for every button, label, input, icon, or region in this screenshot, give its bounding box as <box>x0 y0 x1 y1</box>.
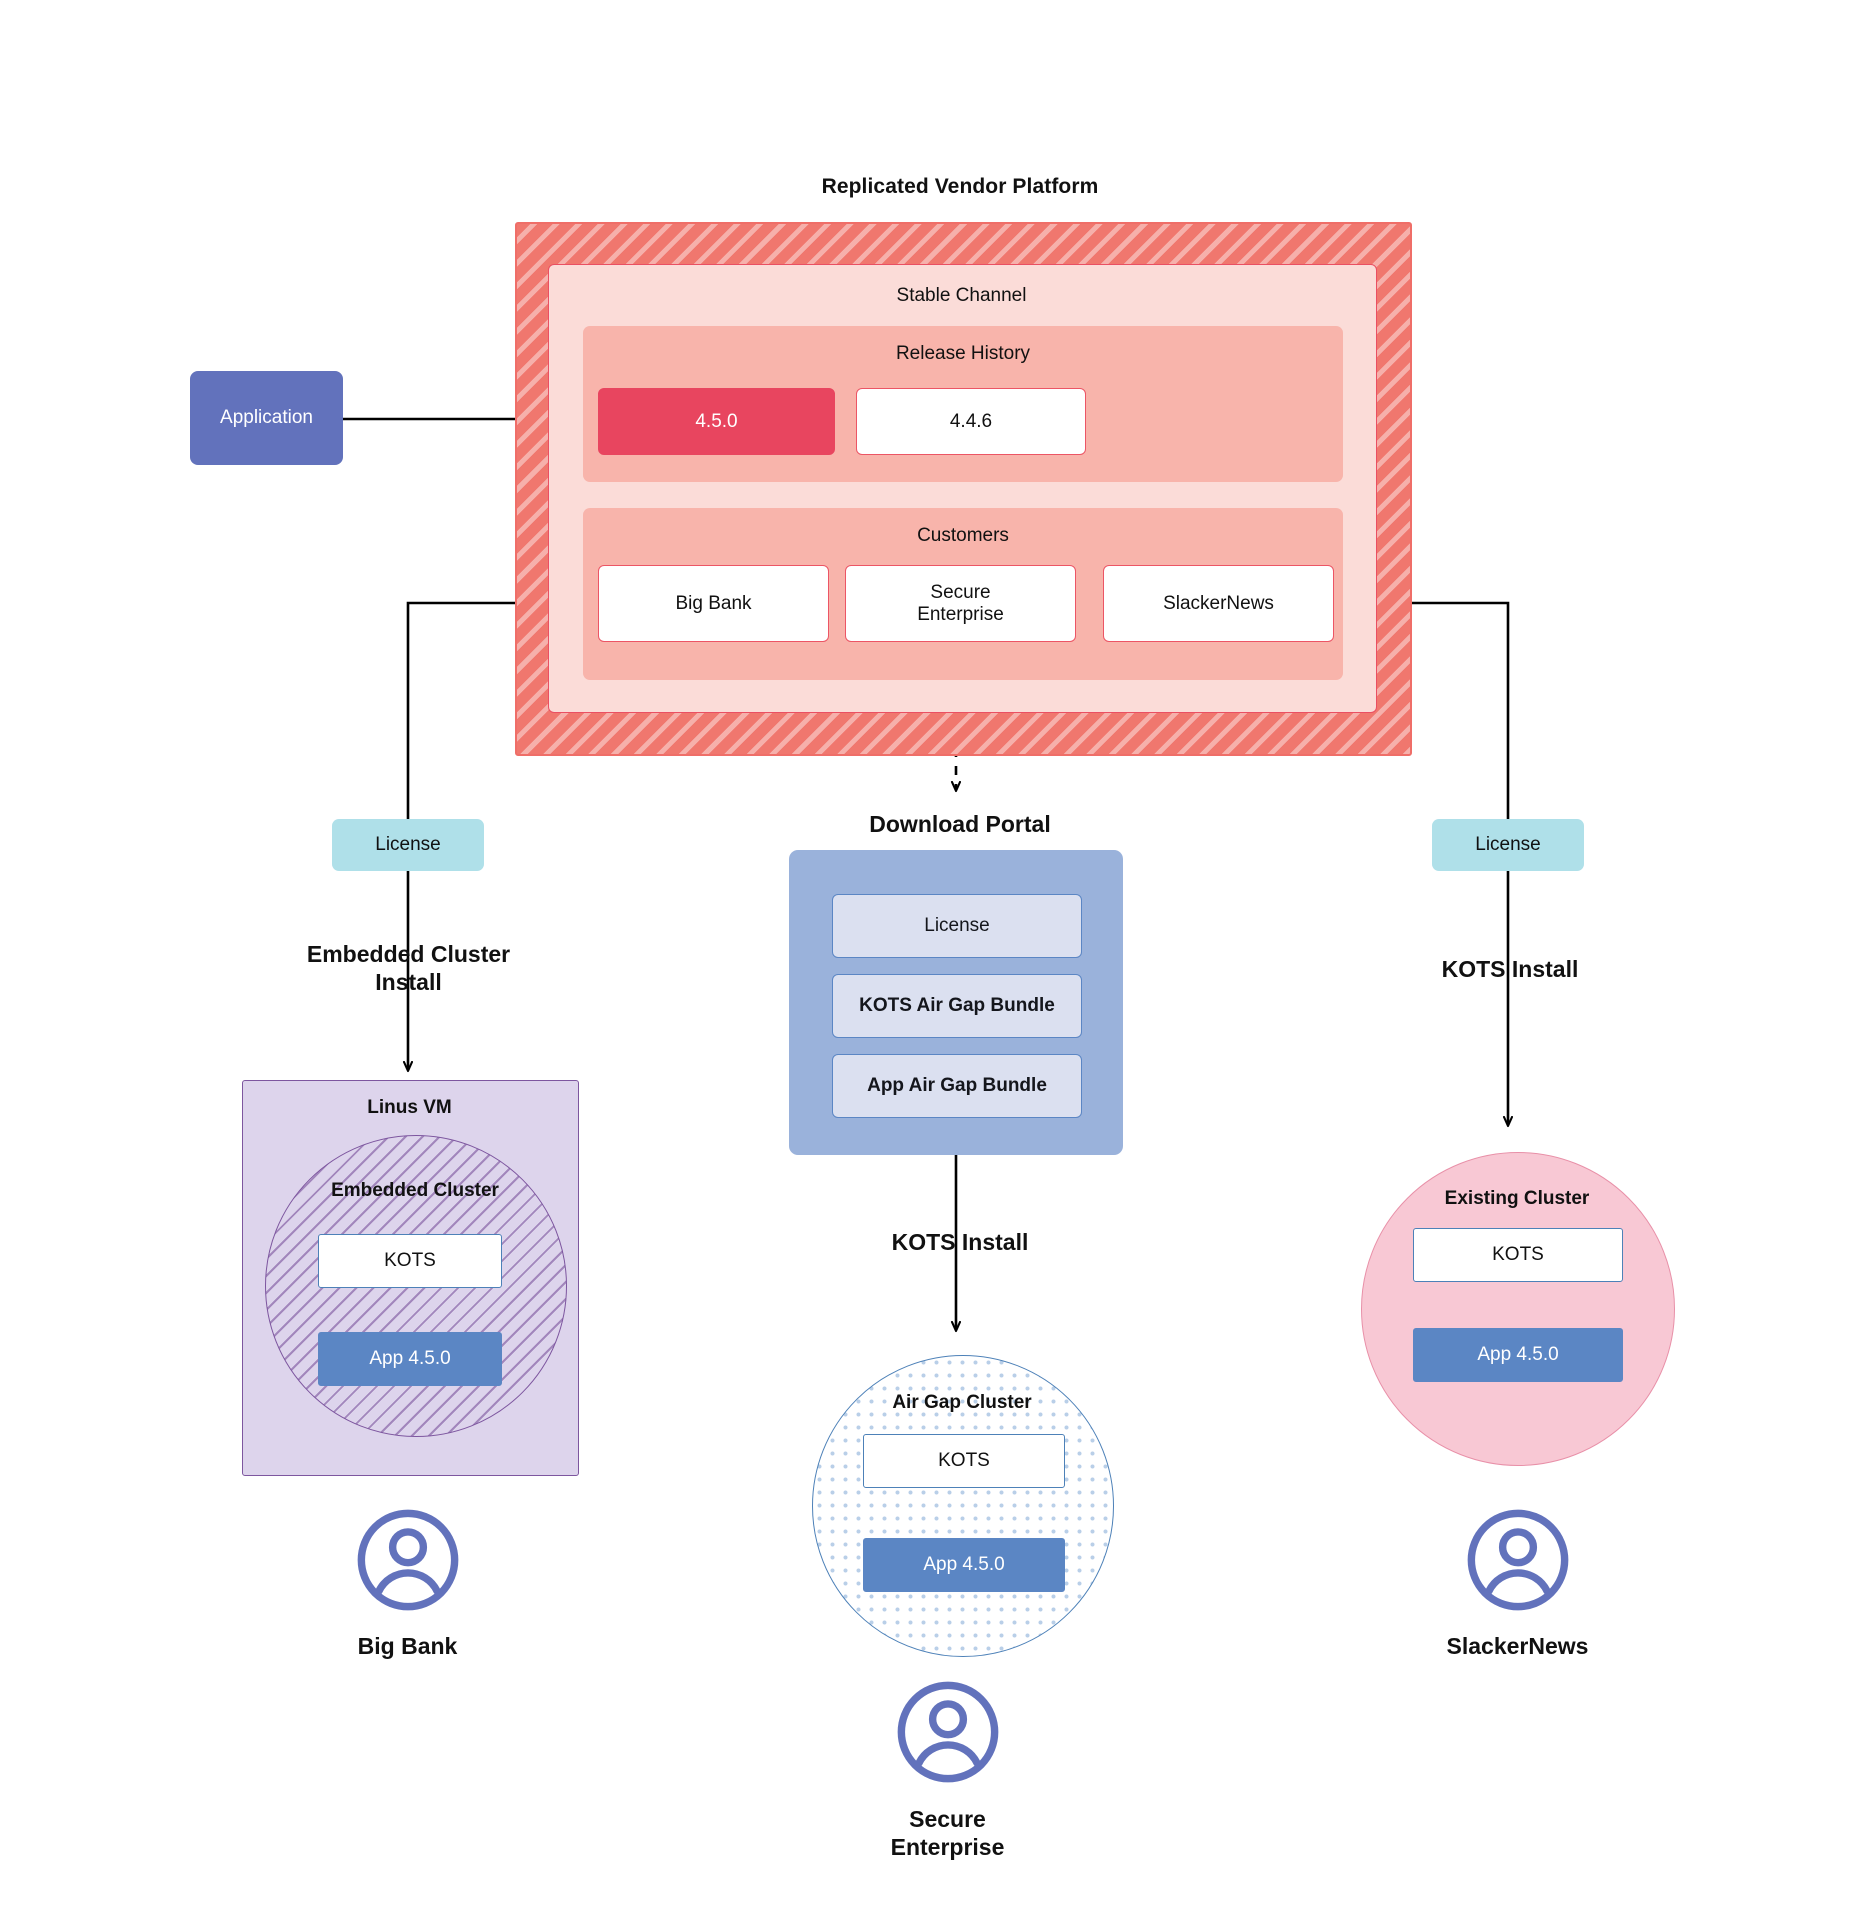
customers-title: Customers <box>917 525 1009 546</box>
customer-name-label: Big Bank <box>675 592 752 614</box>
kots-label: KOTS <box>938 1450 990 1471</box>
persona-label-slackernews: SlackerNews <box>1446 1633 1589 1659</box>
release-history-title: Release History <box>895 343 1031 364</box>
app-label: App 4.5.0 <box>923 1554 1005 1575</box>
existing-cluster-title: Existing Cluster <box>1444 1188 1590 1209</box>
release-card-current[interactable]: 4.5.0 <box>598 388 835 455</box>
portal-item-app-air-gap-bundle[interactable]: App Air Gap Bundle <box>832 1054 1082 1118</box>
user-avatar-icon <box>1465 1507 1571 1613</box>
portal-item-kots-air-gap-bundle[interactable]: KOTS Air Gap Bundle <box>832 974 1082 1038</box>
download-portal-title: Download Portal <box>869 811 1051 837</box>
license-label: License <box>375 834 441 855</box>
persona-label-big-bank: Big Bank <box>357 1633 458 1659</box>
user-avatar-icon <box>895 1679 1001 1785</box>
kots-label: KOTS <box>1492 1244 1544 1265</box>
linus-vm-app-card[interactable]: App 4.5.0 <box>318 1332 502 1386</box>
air-gap-cluster-app-card[interactable]: App 4.5.0 <box>863 1538 1065 1592</box>
portal-item-label: App Air Gap Bundle <box>867 1075 1047 1096</box>
release-card-previous[interactable]: 4.4.6 <box>856 388 1086 455</box>
download-portal-container: License KOTS Air Gap Bundle App Air Gap … <box>789 850 1123 1155</box>
air-gap-cluster-title: Air Gap Cluster <box>892 1392 1032 1413</box>
app-label: App 4.5.0 <box>1477 1344 1559 1365</box>
linus-vm-title: Linus VM <box>367 1097 452 1118</box>
release-version-label: 4.4.6 <box>949 410 993 432</box>
customer-card-slackernews[interactable]: SlackerNews <box>1103 565 1334 642</box>
existing-cluster-app-card[interactable]: App 4.5.0 <box>1413 1328 1623 1382</box>
portal-item-license[interactable]: License <box>832 894 1082 958</box>
platform-title: Replicated Vendor Platform <box>821 175 1099 198</box>
license-chip-right[interactable]: License <box>1432 819 1584 871</box>
edge-label-kots-install-right: KOTS Install <box>1441 956 1579 982</box>
release-version-label: 4.5.0 <box>695 410 738 432</box>
application-box[interactable]: Application <box>190 371 343 465</box>
air-gap-cluster-circle <box>812 1355 1114 1657</box>
existing-cluster-circle <box>1361 1152 1675 1466</box>
application-label: Application <box>220 407 313 428</box>
edge-label-kots-install-center: KOTS Install <box>891 1229 1029 1255</box>
kots-label: KOTS <box>384 1250 436 1271</box>
user-avatar-icon <box>355 1507 461 1613</box>
existing-cluster-kots-card[interactable]: KOTS <box>1413 1228 1623 1282</box>
portal-item-label: License <box>924 915 990 936</box>
app-label: App 4.5.0 <box>369 1348 451 1369</box>
embedded-cluster-title: Embedded Cluster <box>331 1180 499 1201</box>
linus-vm-kots-card[interactable]: KOTS <box>318 1234 502 1288</box>
air-gap-cluster-kots-card[interactable]: KOTS <box>863 1434 1065 1488</box>
stable-channel-title: Stable Channel <box>896 285 1027 306</box>
portal-item-label: KOTS Air Gap Bundle <box>859 995 1055 1016</box>
license-chip-left[interactable]: License <box>332 819 484 871</box>
license-label: License <box>1475 834 1541 855</box>
customer-card-big-bank[interactable]: Big Bank <box>598 565 829 642</box>
customer-name-label: SlackerNews <box>1163 592 1274 614</box>
